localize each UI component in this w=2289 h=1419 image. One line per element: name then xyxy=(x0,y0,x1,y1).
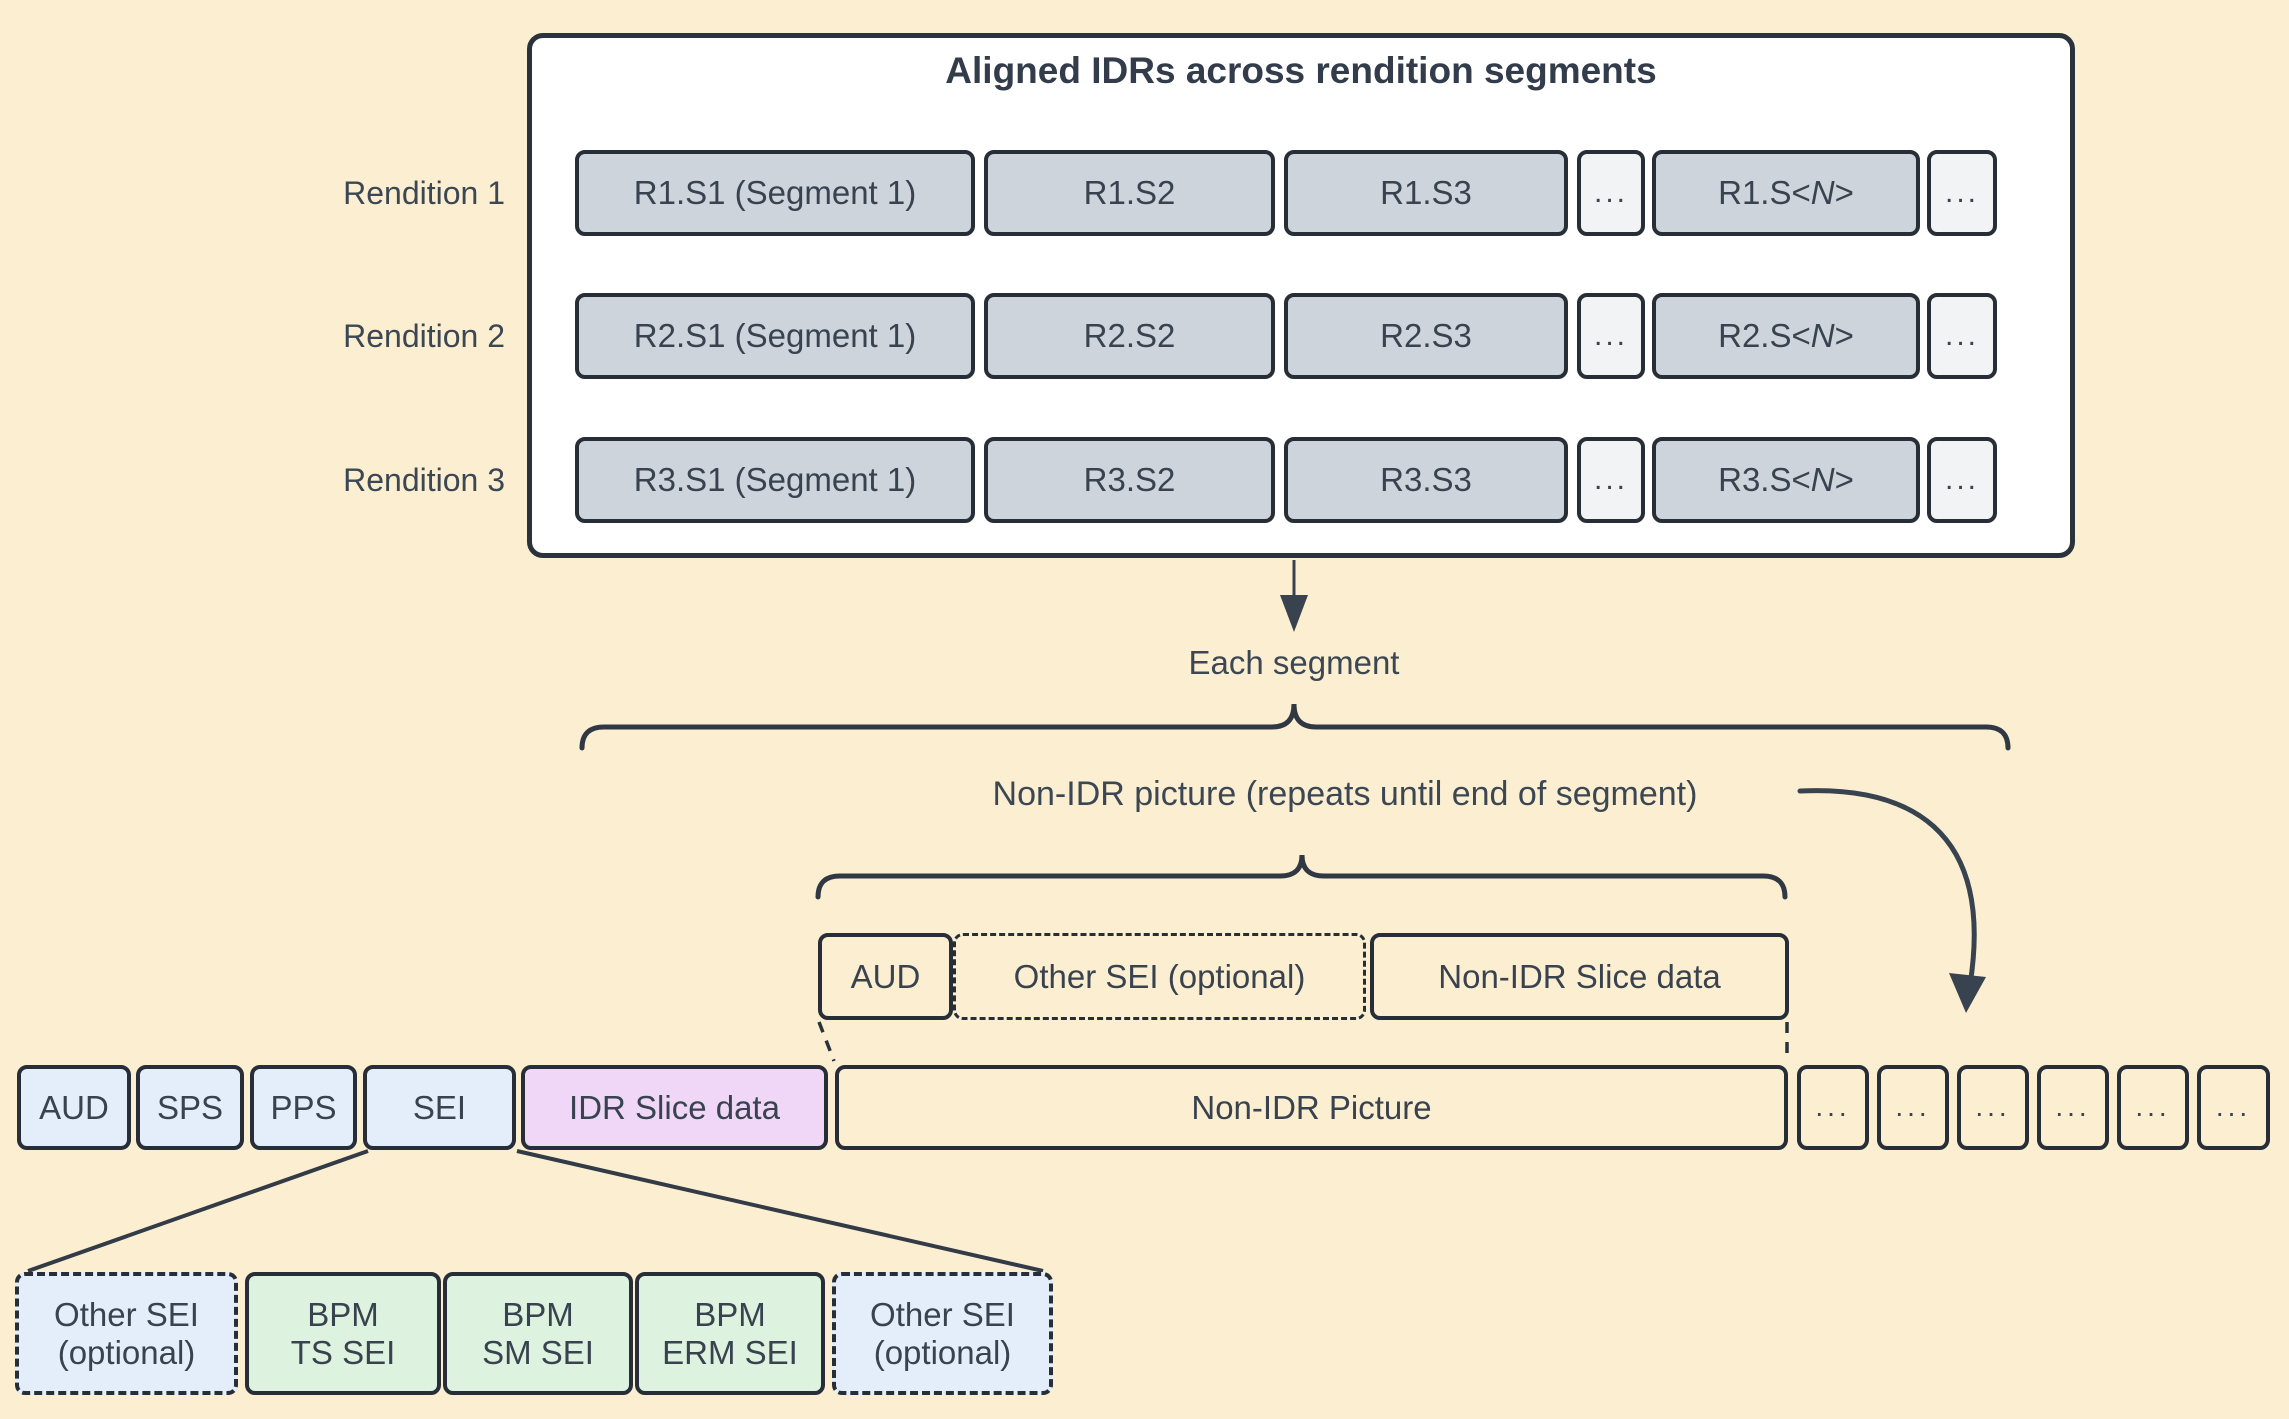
segment-cell-r2s1: R2.S1 (Segment 1) xyxy=(575,293,975,379)
sei-detail-line: (optional) xyxy=(57,1333,196,1371)
segment-cell-r3s1: R3.S1 (Segment 1) xyxy=(575,437,975,523)
segment-ellipsis: ... xyxy=(1927,437,1997,523)
sei-detail-other-sei-right: Other SEI (optional) xyxy=(832,1272,1053,1395)
brace-each-segment xyxy=(579,703,2011,751)
segment-cell-n: N xyxy=(1810,317,1835,355)
curved-arrow xyxy=(1797,788,1977,988)
nal-ellipsis-cell: ... xyxy=(1877,1065,1949,1150)
struct-other-sei-cell: Other SEI (optional) xyxy=(953,933,1366,1020)
segment-cell-text: > xyxy=(1834,317,1854,355)
struct-aud-cell: AUD xyxy=(818,933,953,1020)
sei-fan-line-right xyxy=(516,1149,1044,1273)
segment-ellipsis: ... xyxy=(1577,150,1645,236)
segment-cell-r2s2: R2.S2 xyxy=(984,293,1275,379)
segment-cell-n: N xyxy=(1810,174,1835,212)
nal-ellipsis-cell: ... xyxy=(2037,1065,2109,1150)
segment-cell-r1s2: R1.S2 xyxy=(984,150,1275,236)
nal-sps-cell: SPS xyxy=(136,1065,244,1150)
panel-title: Aligned IDRs across rendition segments xyxy=(945,50,1657,91)
sei-detail-line: BPM xyxy=(694,1295,766,1333)
segment-cell-r1sn: R1.S<N> xyxy=(1652,150,1920,236)
segment-ellipsis: ... xyxy=(1577,437,1645,523)
segment-cell-r3s3: R3.S3 xyxy=(1284,437,1568,523)
sei-detail-bpm-erm: BPM ERM SEI xyxy=(635,1272,825,1395)
down-arrow-head-icon xyxy=(1280,595,1308,632)
segment-cell-text: > xyxy=(1834,461,1854,499)
nal-idr-slice-cell: IDR Slice data xyxy=(521,1065,828,1150)
sei-detail-line: SM SEI xyxy=(482,1333,594,1371)
struct-non-idr-slice-cell: Non-IDR Slice data xyxy=(1370,933,1789,1020)
segment-cell-text: R1.S< xyxy=(1718,174,1811,212)
sei-detail-line: (optional) xyxy=(873,1333,1012,1371)
segment-cell-r3sn: R3.S<N> xyxy=(1652,437,1920,523)
sei-detail-other-sei-left: Other SEI (optional) xyxy=(15,1272,238,1395)
sei-detail-line: BPM xyxy=(502,1295,574,1333)
nal-non-idr-picture-cell: Non-IDR Picture xyxy=(835,1065,1788,1150)
segment-cell-r3s2: R3.S2 xyxy=(984,437,1275,523)
rendition-2-label: Rendition 2 xyxy=(343,317,505,354)
sei-detail-line: Other SEI xyxy=(54,1295,199,1333)
sei-detail-bpm-sm: BPM SM SEI xyxy=(443,1272,633,1395)
sei-detail-bpm-ts: BPM TS SEI xyxy=(245,1272,441,1395)
nal-ellipsis-cell: ... xyxy=(1797,1065,1869,1150)
sei-detail-line: BPM xyxy=(307,1295,379,1333)
rendition-1-label: Rendition 1 xyxy=(343,174,505,211)
sei-detail-line: TS SEI xyxy=(290,1333,396,1371)
nal-ellipsis-cell: ... xyxy=(1957,1065,2029,1150)
segment-cell-n: N xyxy=(1810,461,1835,499)
each-segment-label: Each segment xyxy=(1188,644,1400,681)
sei-fan-line-left xyxy=(27,1149,369,1273)
nal-ellipsis-cell: ... xyxy=(2197,1065,2270,1150)
segment-cell-text: R3.S< xyxy=(1718,461,1811,499)
segment-ellipsis: ... xyxy=(1577,293,1645,379)
curved-arrow-head-icon xyxy=(1949,973,1986,1013)
segment-cell-text: > xyxy=(1834,174,1854,212)
nal-aud-cell: AUD xyxy=(17,1065,131,1150)
segment-cell-r1s1: R1.S1 (Segment 1) xyxy=(575,150,975,236)
segment-cell-r2s3: R2.S3 xyxy=(1284,293,1568,379)
brace-non-idr-picture xyxy=(815,854,1788,900)
segment-ellipsis: ... xyxy=(1927,150,1997,236)
sei-detail-line: Other SEI xyxy=(870,1295,1015,1333)
nal-pps-cell: PPS xyxy=(250,1065,357,1150)
sei-detail-line: ERM SEI xyxy=(662,1333,798,1371)
rendition-3-label: Rendition 3 xyxy=(343,461,505,498)
dashed-connector-left xyxy=(817,1021,836,1062)
nal-ellipsis-cell: ... xyxy=(2117,1065,2189,1150)
segment-ellipsis: ... xyxy=(1927,293,1997,379)
segment-cell-text: R2.S< xyxy=(1718,317,1811,355)
nal-sei-cell: SEI xyxy=(363,1065,516,1150)
segment-cell-r1s3: R1.S3 xyxy=(1284,150,1568,236)
non-idr-repeat-label: Non-IDR picture (repeats until end of se… xyxy=(992,775,1698,813)
segment-cell-r2sn: R2.S<N> xyxy=(1652,293,1920,379)
